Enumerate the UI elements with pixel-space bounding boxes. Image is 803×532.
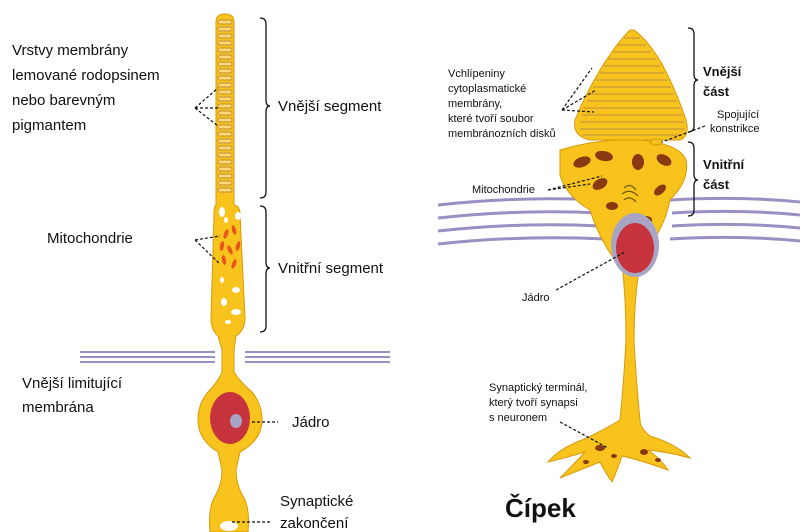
label-outer-limiting-membrane: Vnější limitující membrána — [22, 375, 126, 416]
rod-cell: Vrstvy membrány lemované rodopsinem nebo… — [12, 14, 390, 532]
label-invaginations: Vchlípeniny cytoplasmatické membrány, kt… — [448, 68, 556, 140]
label-inner-segment: Vnitřní segment — [278, 260, 384, 277]
label-inner-part: Vnitřní část — [703, 157, 748, 192]
label-synaptic-ending: Synaptické zakončení — [280, 493, 358, 532]
cone-connecting-constriction — [650, 139, 662, 145]
label-outer-part: Vnější část — [703, 64, 745, 99]
cone-cell: Vchlípeniny cytoplasmatické membrány, kt… — [438, 28, 800, 523]
inner-segment-bracket — [260, 206, 270, 332]
cone-title: Čípek — [505, 493, 576, 523]
inner-part-bracket — [688, 142, 698, 216]
label-membrane-layers: Vrstvy membrány lemované rodopsinem nebo… — [12, 42, 164, 134]
rod-nucleus — [210, 392, 250, 444]
label-cone-nucleus: Jádro — [522, 292, 550, 304]
outer-part-bracket — [688, 28, 698, 132]
label-rod-nucleus: Jádro — [292, 414, 330, 431]
label-synaptic-terminal: Synaptický terminál, který tvoří synapsi… — [489, 382, 591, 424]
label-connecting-constriction: Spojující konstrikce — [710, 109, 762, 135]
cone-axon-terminal — [548, 262, 690, 482]
rod-outer-limiting-membrane — [80, 352, 390, 362]
label-outer-segment: Vnější segment — [278, 98, 382, 115]
rod-nucleolus — [230, 414, 242, 428]
label-rod-mitochondria: Mitochondrie — [47, 230, 133, 247]
rod-synaptic-vesicle — [220, 521, 238, 531]
label-cone-mitochondria: Mitochondrie — [472, 184, 535, 196]
outer-segment-bracket — [260, 18, 270, 198]
cone-nucleus — [616, 223, 654, 273]
cone-outer-part — [575, 30, 688, 140]
